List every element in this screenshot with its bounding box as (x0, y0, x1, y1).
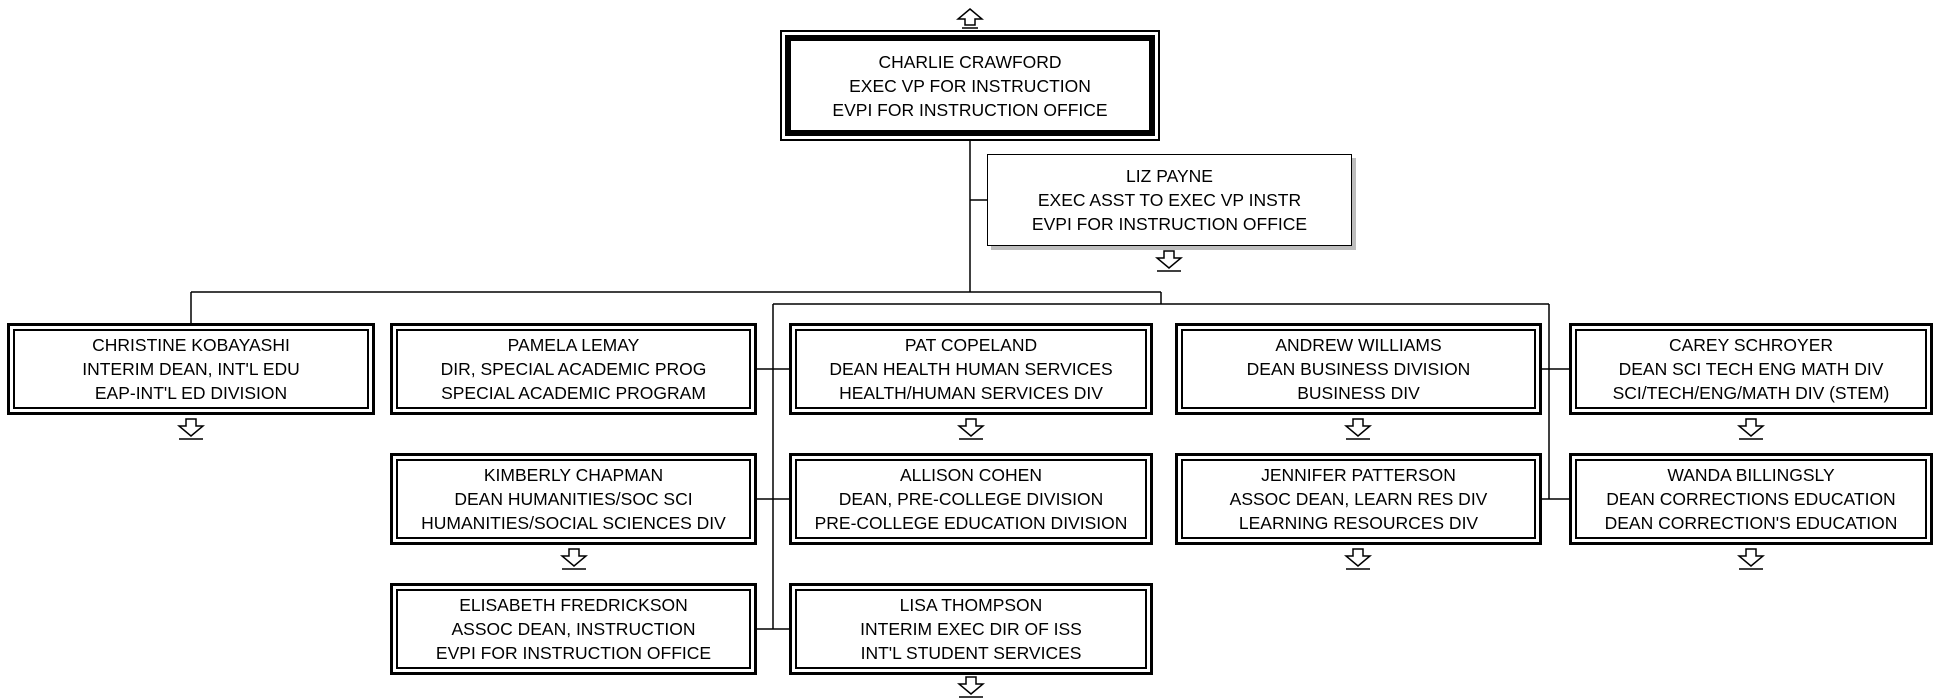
node-title: ASSOC DEAN, LEARN RES DIV (1229, 489, 1488, 509)
node-elisabeth-fredrickson[interactable]: ELISABETH FREDRICKSON ASSOC DEAN, INSTRU… (396, 589, 751, 669)
drill-down-arrow-icon[interactable] (1344, 418, 1372, 440)
node-allison-cohen[interactable]: ALLISON COHEN DEAN, PRE-COLLEGE DIVISION… (795, 459, 1147, 539)
node-pamela-lemay[interactable]: PAMELA LEMAY DIR, SPECIAL ACADEMIC PROG … (396, 329, 751, 409)
drill-down-arrow-icon[interactable] (957, 676, 985, 698)
drill-down-arrow-icon[interactable] (1737, 418, 1765, 440)
node-title: DEAN CORRECTIONS EDUCATION (1606, 489, 1896, 509)
node-name: WANDA BILLINGSLY (1667, 465, 1835, 485)
node-name: ANDREW WILLIAMS (1275, 335, 1442, 355)
node-title: DEAN BUSINESS DIVISION (1246, 359, 1471, 379)
node-title: EXEC ASST TO EXEC VP INSTR (1037, 190, 1302, 210)
node-department: BUSINESS DIV (1297, 383, 1420, 403)
node-title: DEAN HUMANITIES/SOC SCI (454, 489, 693, 509)
node-title: ASSOC DEAN, INSTRUCTION (451, 619, 696, 639)
node-name: KIMBERLY CHAPMAN (483, 465, 664, 485)
node-department: PRE-COLLEGE EDUCATION DIVISION (814, 513, 1128, 533)
node-name: PAMELA LEMAY (507, 335, 640, 355)
node-department: EVPI FOR INSTRUCTION OFFICE (435, 643, 712, 663)
node-name: ALLISON COHEN (900, 465, 1042, 485)
node-kimberly-chapman[interactable]: KIMBERLY CHAPMAN DEAN HUMANITIES/SOC SCI… (396, 459, 751, 539)
node-title: DEAN SCI TECH ENG MATH DIV (1618, 359, 1884, 379)
drill-down-arrow-icon[interactable] (957, 418, 985, 440)
node-wanda-billingsly[interactable]: WANDA BILLINGSLY DEAN CORRECTIONS EDUCAT… (1575, 459, 1927, 539)
node-department: LEARNING RESOURCES DIV (1238, 513, 1479, 533)
node-name: PAT COPELAND (904, 335, 1038, 355)
node-jennifer-patterson[interactable]: JENNIFER PATTERSON ASSOC DEAN, LEARN RES… (1181, 459, 1536, 539)
node-title: DIR, SPECIAL ACADEMIC PROG (440, 359, 707, 379)
drill-down-arrow-icon[interactable] (1344, 548, 1372, 570)
node-andrew-williams[interactable]: ANDREW WILLIAMS DEAN BUSINESS DIVISION B… (1181, 329, 1536, 409)
node-charlie-crawford[interactable]: CHARLIE CRAWFORD EXEC VP FOR INSTRUCTION… (785, 35, 1155, 136)
node-title: DEAN HEALTH HUMAN SERVICES (829, 359, 1113, 379)
drill-down-arrow-icon[interactable] (560, 548, 588, 570)
node-title: EXEC VP FOR INSTRUCTION (849, 75, 1091, 96)
node-title: DEAN, PRE-COLLEGE DIVISION (838, 489, 1104, 509)
node-name: CHRISTINE KOBAYASHI (92, 335, 290, 355)
drill-down-arrow-icon[interactable] (1737, 548, 1765, 570)
node-department: HUMANITIES/SOCIAL SCIENCES DIV (421, 513, 726, 533)
node-department: EAP-INT'L ED DIVISION (94, 383, 288, 403)
node-name: LIZ PAYNE (1126, 166, 1213, 186)
node-department: SCI/TECH/ENG/MATH DIV (STEM) (1612, 383, 1890, 403)
node-name: LISA THOMPSON (899, 595, 1043, 615)
drill-down-arrow-icon[interactable] (177, 418, 205, 440)
node-department: SPECIAL ACADEMIC PROGRAM (441, 383, 706, 403)
node-christine-kobayashi[interactable]: CHRISTINE KOBAYASHI INTERIM DEAN, INT'L … (13, 329, 369, 409)
node-department: INT'L STUDENT SERVICES (860, 643, 1082, 663)
node-department: EVPI FOR INSTRUCTION OFFICE (832, 99, 1108, 120)
node-department: HEALTH/HUMAN SERVICES DIV (839, 383, 1103, 403)
node-name: CAREY SCHROYER (1668, 335, 1834, 355)
node-pat-copeland[interactable]: PAT COPELAND DEAN HEALTH HUMAN SERVICES … (795, 329, 1147, 409)
node-department: EVPI FOR INSTRUCTION OFFICE (1031, 214, 1308, 234)
node-title: INTERIM EXEC DIR OF ISS (860, 619, 1082, 639)
node-liz-payne[interactable]: LIZ PAYNE EXEC ASST TO EXEC VP INSTR EVP… (987, 154, 1352, 246)
node-name: ELISABETH FREDRICKSON (459, 595, 688, 615)
node-department: DEAN CORRECTION'S EDUCATION (1604, 513, 1898, 533)
node-lisa-thompson[interactable]: LISA THOMPSON INTERIM EXEC DIR OF ISS IN… (795, 589, 1147, 669)
drill-up-arrow-icon[interactable] (956, 8, 984, 30)
node-carey-schroyer[interactable]: CAREY SCHROYER DEAN SCI TECH ENG MATH DI… (1575, 329, 1927, 409)
node-name: CHARLIE CRAWFORD (878, 51, 1062, 72)
drill-down-arrow-icon[interactable] (1155, 250, 1183, 272)
node-title: INTERIM DEAN, INT'L EDU (82, 359, 300, 379)
node-name: JENNIFER PATTERSON (1261, 465, 1456, 485)
